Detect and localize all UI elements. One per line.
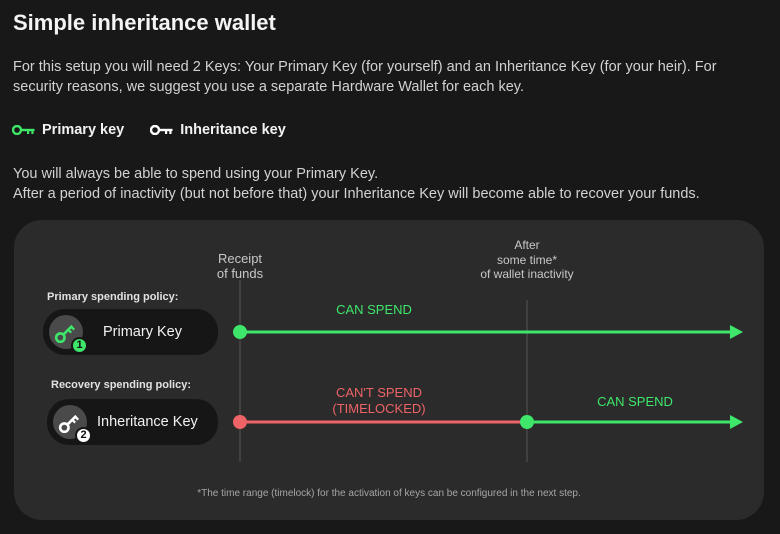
legend-inheritance-label: Inheritance key (180, 122, 286, 138)
key-badge-icon: 2 (75, 427, 92, 444)
info-line-2: After a period of inactivity (but not be… (13, 186, 700, 202)
timeline-graphic (233, 280, 743, 462)
inheritance-key-avatar: 2 (53, 405, 92, 444)
legend-inheritance: Inheritance key (150, 122, 286, 138)
info-line-1: You will always be able to spend using y… (13, 166, 379, 182)
recovery-policy-label: Recovery spending policy: (51, 379, 191, 391)
recovery-arrowhead (730, 415, 743, 429)
white-key-icon (58, 414, 80, 434)
page-title: Simple inheritance wallet (13, 10, 276, 35)
primary-arrowhead (730, 325, 743, 339)
primary-status: CAN SPEND (336, 302, 412, 317)
primary-policy-label: Primary spending policy: (47, 291, 179, 303)
inheritance-key-card: 2 Inheritance Key (47, 399, 218, 445)
timelock-footnote: *The time range (timelock) for the activ… (197, 488, 581, 499)
green-key-icon (12, 125, 35, 135)
primary-start-dot (233, 325, 247, 339)
key-badge-icon: 1 (71, 337, 88, 354)
intro-text: For this setup you will need 2 Keys: You… (13, 59, 717, 95)
recovery-active-status: CAN SPEND (597, 394, 673, 409)
marker-inactivity-label: After some time* of wallet inactivity (480, 238, 574, 281)
recovery-unlock-dot (520, 415, 534, 429)
primary-key-name: Primary Key (103, 324, 182, 340)
timeline-panel: Receipt of funds After some time* of wal… (14, 220, 764, 520)
white-key-icon (150, 125, 173, 135)
legend-primary: Primary key (12, 122, 124, 138)
recovery-start-dot (233, 415, 247, 429)
recovery-locked-status: CAN'T SPEND (TIMELOCKED) (332, 385, 426, 416)
inheritance-key-name: Inheritance Key (97, 414, 198, 430)
key-legend: Primary key Inheritance key (12, 120, 312, 140)
primary-key-card: 1 Primary Key (43, 309, 218, 355)
info-text: You will always be able to spend using y… (13, 164, 773, 204)
legend-primary-label: Primary key (42, 122, 125, 138)
primary-key-avatar: 1 (49, 315, 88, 354)
marker-receipt-label: Receipt of funds (216, 251, 264, 281)
green-key-icon (54, 324, 76, 344)
